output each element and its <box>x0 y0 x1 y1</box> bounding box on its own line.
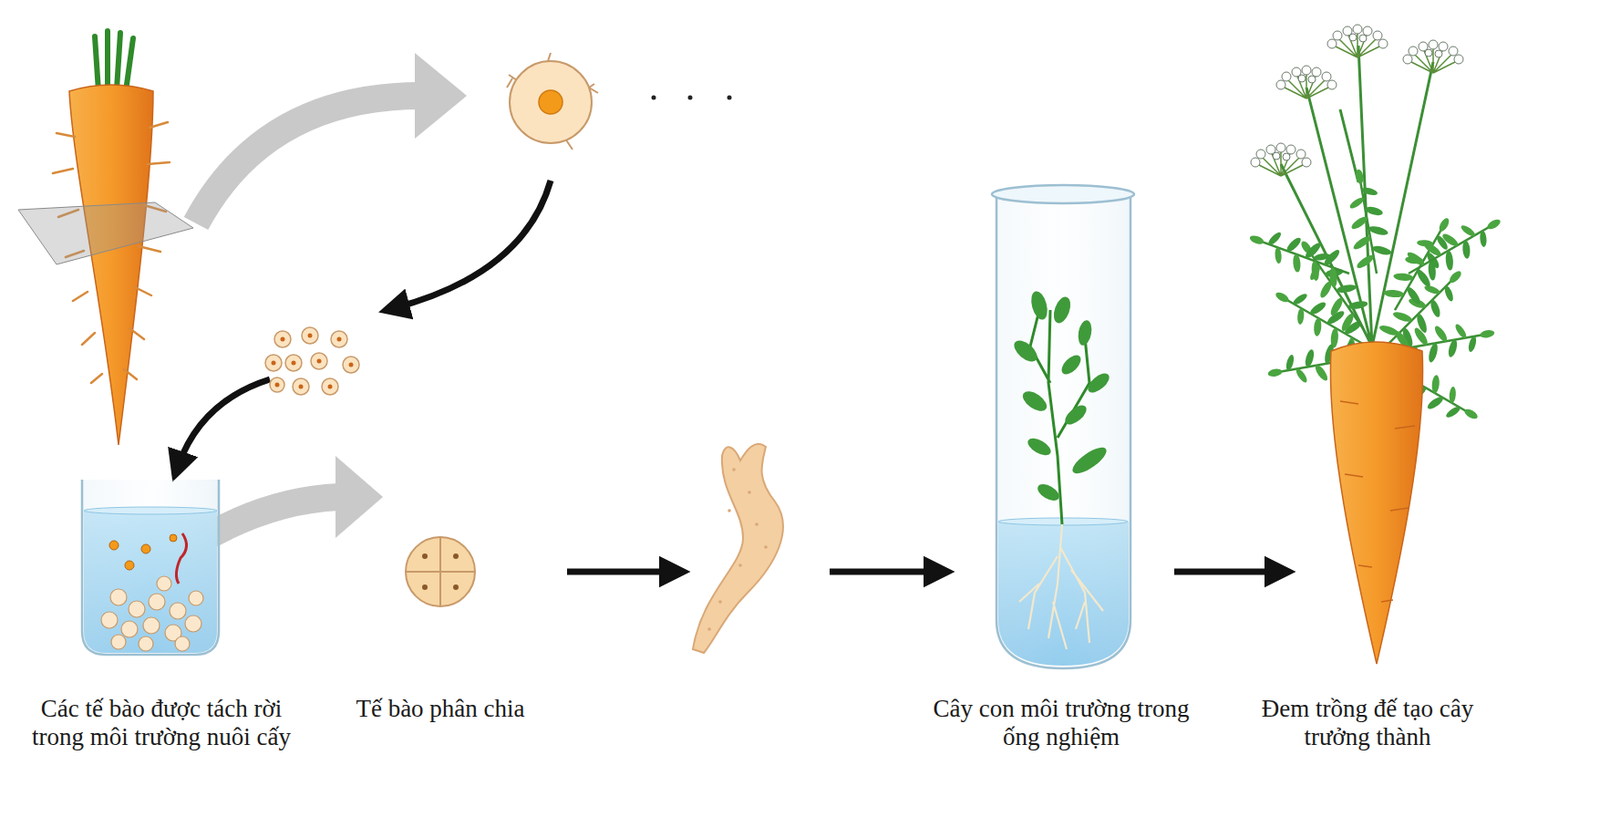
caption-label: Tế bào phân chia <box>349 694 532 723</box>
test-tube <box>991 185 1135 669</box>
cut-plane <box>18 202 194 265</box>
single-cell <box>506 52 733 150</box>
caption-label: Cây con môi trường trong ống nghiệm <box>924 694 1198 752</box>
culture-beaker <box>82 479 219 655</box>
mature-carrot <box>1243 24 1511 664</box>
dividing-cells <box>405 536 475 607</box>
caption-label: Đem trồng đế tạo cây trưởng thành <box>1239 694 1496 752</box>
cell-cluster <box>265 327 360 395</box>
embryo <box>692 443 784 653</box>
cell-nuclei <box>271 333 354 390</box>
caption-label: Các tế bào được tách rời trong môi trườn… <box>29 694 294 752</box>
